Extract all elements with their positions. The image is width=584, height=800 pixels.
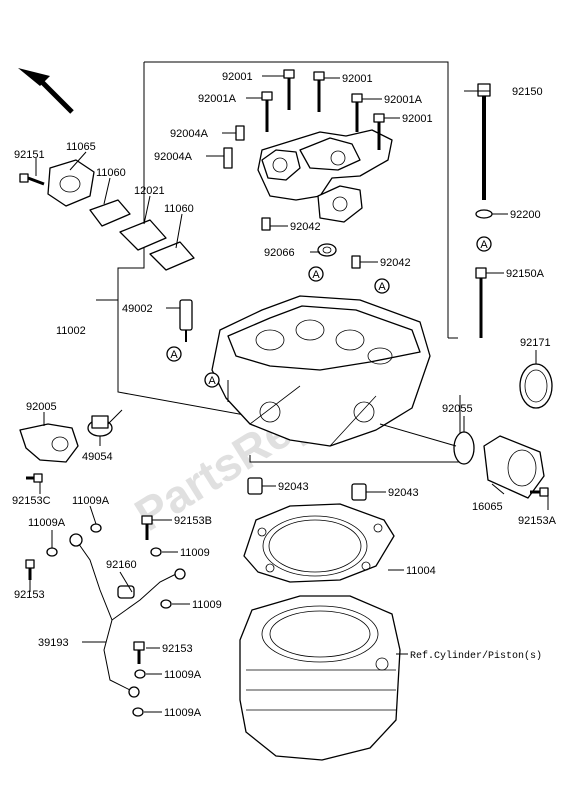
label-92001-b: 92001	[342, 73, 373, 85]
label-92043-a: 92043	[278, 481, 309, 493]
stud-92004A-lower	[223, 147, 233, 169]
bolt-92153-lower	[133, 641, 145, 664]
label-92150A: 92150A	[506, 268, 545, 280]
label-92005: 92005	[26, 401, 57, 413]
label-12021: 12021	[134, 185, 165, 197]
intake-holder-16065	[483, 435, 545, 499]
label-11004: 11004	[406, 565, 436, 577]
clamp-92171	[519, 363, 553, 409]
water-outlet-92005	[19, 423, 79, 463]
bolt-92153C	[26, 473, 43, 483]
label-16065: 16065	[472, 501, 503, 513]
dowel-92042-right	[351, 255, 361, 269]
cover-11065	[47, 159, 95, 207]
label-92004A-b: 92004A	[154, 151, 193, 163]
label-11009A-a: 11009A	[72, 495, 110, 507]
callout-a-3: A	[166, 346, 182, 362]
bolt-92001-upper-right	[313, 71, 325, 112]
callout-a-5: A	[476, 236, 492, 252]
label-92055: 92055	[442, 403, 473, 415]
washer-11009-a	[150, 547, 162, 557]
label-92001A-b: 92001A	[384, 94, 423, 106]
stud-92004A-upper	[235, 125, 245, 141]
label-92160: 92160	[106, 559, 137, 571]
o-ring-92055	[453, 431, 475, 465]
label-49002: 49002	[122, 303, 153, 315]
cylinder-head-11002	[211, 295, 431, 447]
bolt-92153-left	[25, 559, 35, 580]
svg-text:A: A	[208, 375, 216, 387]
reed-valve-12021	[119, 219, 167, 251]
oil-pipe-39193	[69, 533, 186, 698]
label-92153-b: 92153	[162, 643, 193, 655]
label-92153C: 92153C	[12, 495, 51, 507]
label-92153-a: 92153	[14, 589, 45, 601]
camshaft-holder	[257, 129, 393, 223]
svg-text:A: A	[480, 239, 488, 251]
frame-11002-tick	[96, 282, 119, 301]
gasket-11060-lower	[149, 241, 195, 271]
label-11002: 11002	[56, 325, 86, 337]
group-frame-top	[144, 61, 449, 338]
label-92004A-a: 92004A	[170, 128, 209, 140]
label-92001A-a: 92001A	[198, 93, 237, 105]
dowel-92042-left	[261, 217, 271, 231]
washer-11009-b	[160, 599, 172, 609]
svg-text:A: A	[312, 269, 320, 281]
dowel-92043-left	[247, 477, 263, 495]
group-frame-left	[117, 62, 339, 433]
washer-11009A-d	[132, 707, 144, 717]
label-92043-b: 92043	[388, 487, 419, 499]
leader-lines	[29, 75, 549, 713]
group-frame-bottom	[249, 395, 461, 463]
label-92150: 92150	[512, 86, 543, 98]
label-49054: 49054	[82, 451, 113, 463]
bolt-92151	[19, 173, 45, 186]
bolt-92001A-right	[351, 93, 363, 132]
washer-11009A-b	[90, 523, 102, 533]
gasket-11060-upper	[89, 199, 131, 227]
label-11009A-d: 11009A	[164, 707, 202, 719]
stud-92150	[477, 83, 491, 200]
callout-a-4: A	[204, 372, 220, 388]
label-11060-b: 11060	[164, 203, 194, 215]
thermostat-49054	[87, 415, 113, 437]
label-92153B: 92153B	[174, 515, 212, 527]
callout-a-2: A	[374, 278, 390, 294]
callout-a-1: A	[308, 266, 324, 282]
label-11009A-c: 11009A	[164, 669, 202, 681]
label-92042-a: 92042	[290, 221, 321, 233]
valve-49002	[179, 299, 193, 342]
washer-11009A-a	[46, 547, 58, 557]
bolt-92001-upper	[283, 69, 295, 110]
washer-92200	[475, 209, 493, 219]
washer-11009A-c	[134, 669, 146, 679]
label-92200: 92200	[510, 209, 541, 221]
label-92001-c: 92001	[402, 113, 433, 125]
label-92066: 92066	[264, 247, 295, 259]
label-92042-b: 92042	[380, 257, 411, 269]
front-arrow-icon	[18, 68, 74, 114]
label-11009A-b: 11009A	[28, 517, 66, 529]
label-11009-a: 11009	[180, 547, 210, 559]
seal-92066	[317, 243, 337, 257]
label-92171: 92171	[520, 337, 551, 349]
stud-92150A	[475, 267, 487, 338]
head-gasket-11004	[243, 503, 395, 583]
label-11065: 11065	[66, 141, 96, 153]
label-11060-a: 11060	[96, 167, 126, 179]
cylinder-ref	[239, 595, 401, 761]
bolt-92001A-left	[261, 91, 273, 132]
svg-text:A: A	[170, 349, 178, 361]
label-39193: 39193	[38, 637, 69, 649]
label-92151: 92151	[14, 149, 45, 161]
label-11009-b: 11009	[192, 599, 222, 611]
label-92153A: 92153A	[518, 515, 557, 527]
svg-text:A: A	[378, 281, 386, 293]
dowel-92043-right	[351, 483, 367, 501]
label-ref-cylinder: Ref.Cylinder/Piston(s)	[410, 650, 542, 662]
label-92001-a: 92001	[222, 71, 253, 83]
